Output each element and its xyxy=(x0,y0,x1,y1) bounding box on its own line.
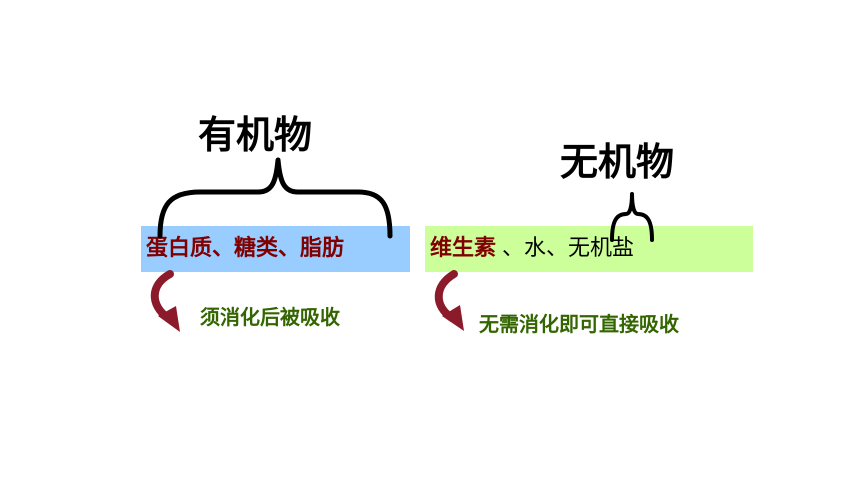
organic-note: 须消化后被吸收 xyxy=(200,305,340,329)
vitamin-label: 维生素 xyxy=(430,236,497,261)
organic-items: 蛋白质、糖类、脂肪 xyxy=(146,236,345,261)
organic-curved-arrow xyxy=(150,270,180,332)
inorganic-note: 无需消化即可直接吸收 xyxy=(479,312,679,336)
inorganic-heading: 无机物 xyxy=(560,140,675,184)
inorganic-band xyxy=(425,226,753,272)
inorganic-curved-arrow xyxy=(434,270,464,331)
inorganic-brace xyxy=(610,192,654,242)
organic-heading: 有机物 xyxy=(198,113,313,157)
organic-brace xyxy=(157,157,393,239)
organic-band xyxy=(141,226,410,272)
